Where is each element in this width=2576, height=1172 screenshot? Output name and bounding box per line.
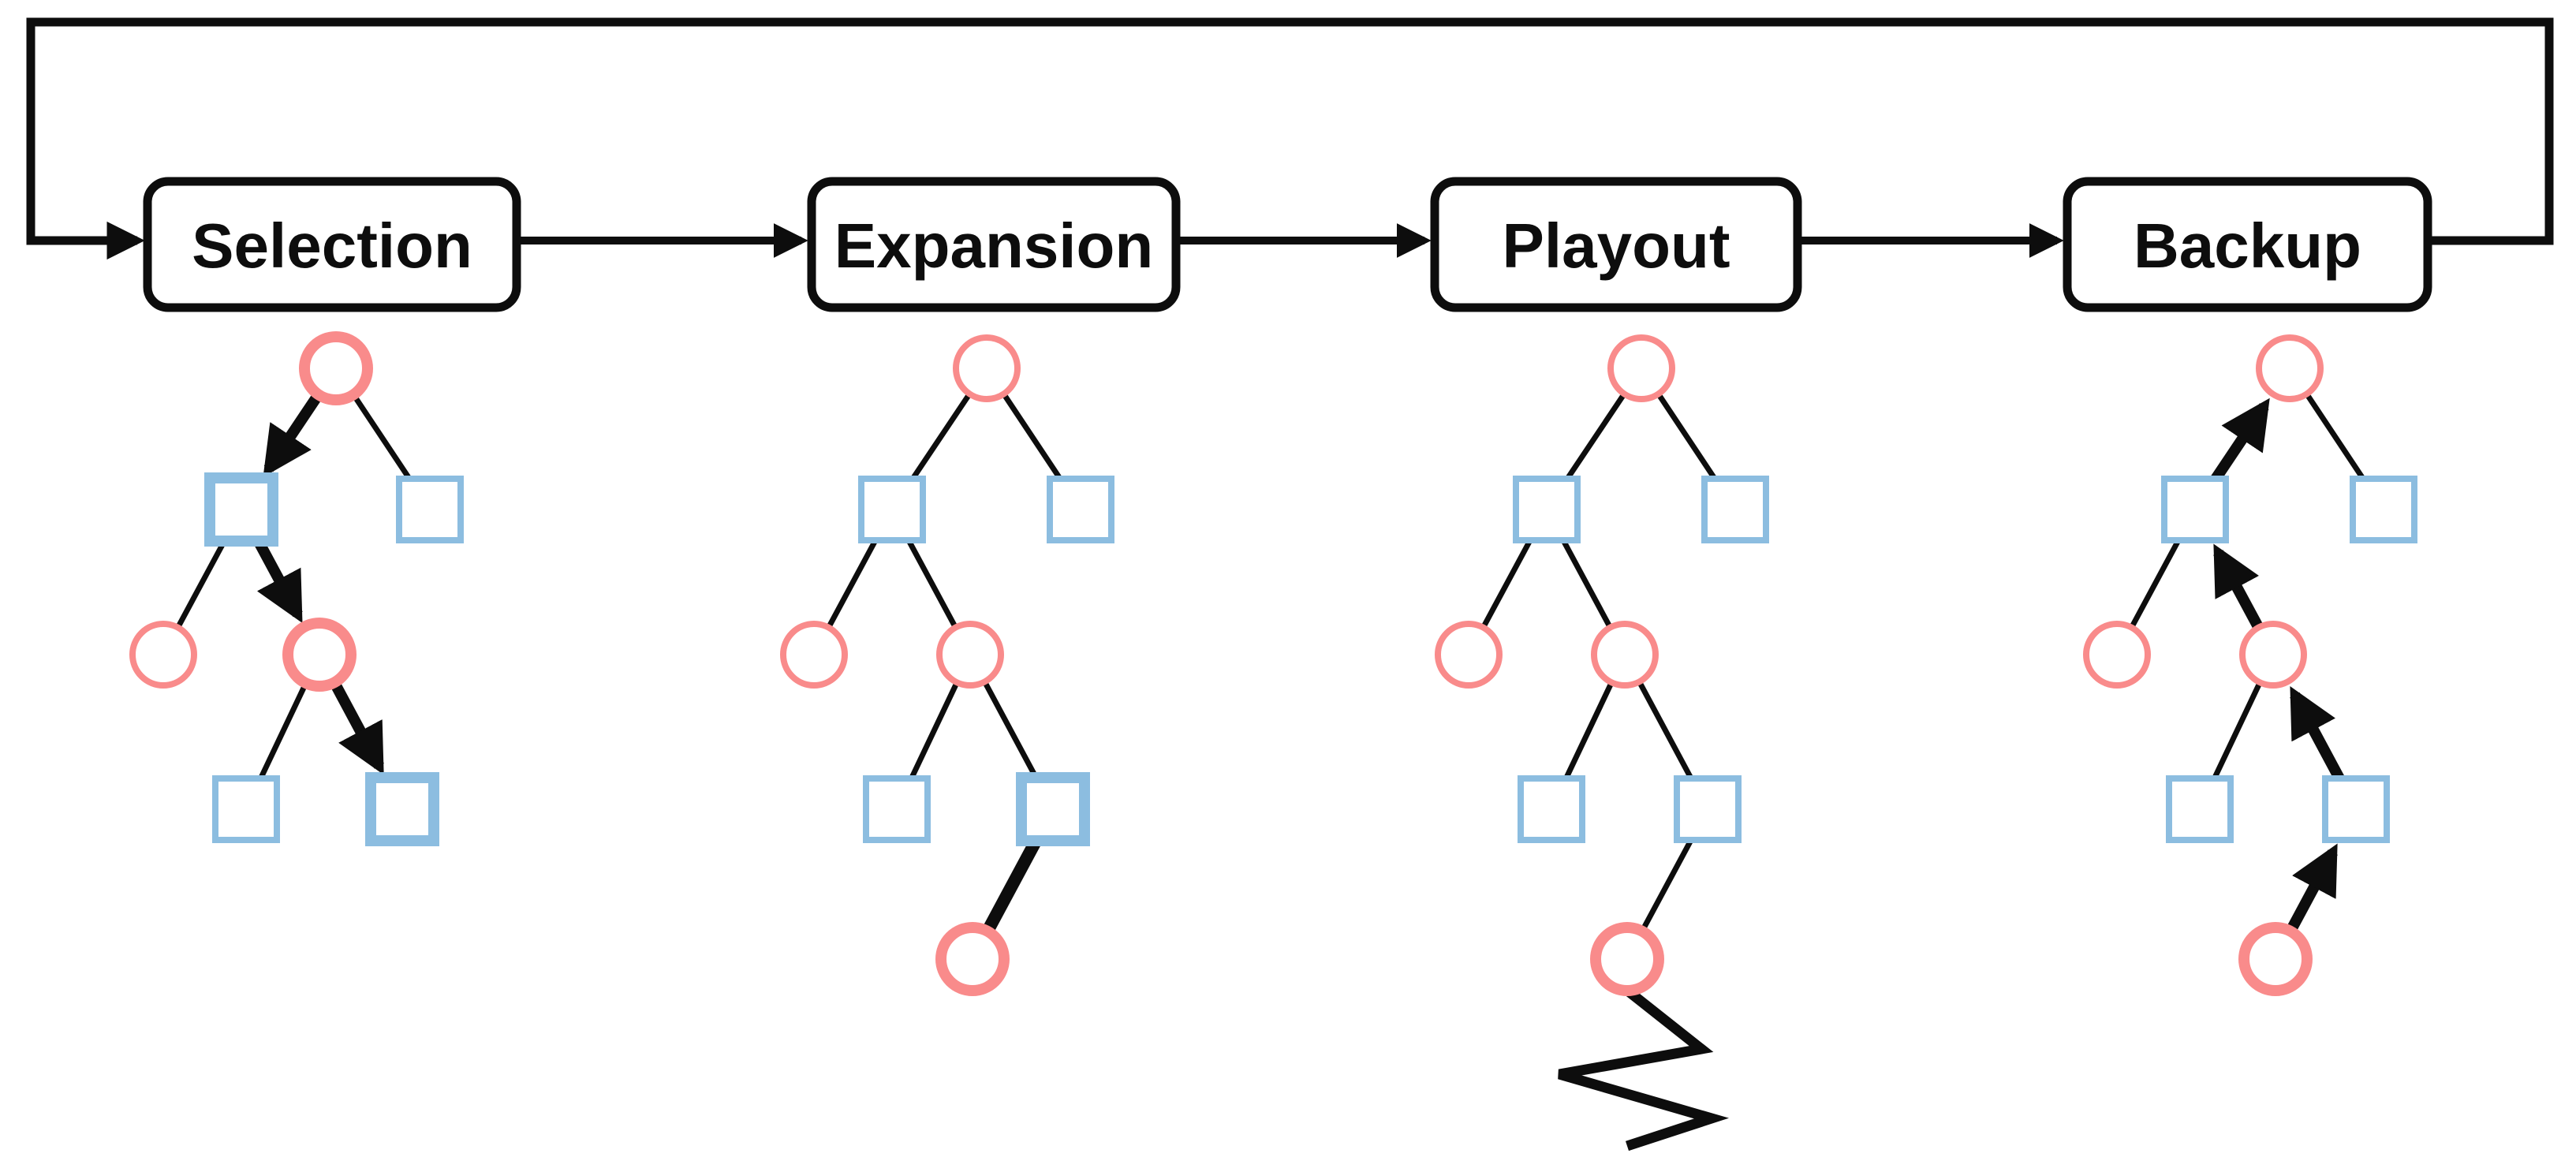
expansion-new-state-node (935, 922, 1010, 996)
playout-lr-state-node (1591, 621, 1659, 689)
expansion-ll-state-node (780, 621, 848, 689)
selection-ll-state-node (129, 621, 197, 689)
phase-box-playout (1430, 177, 1802, 312)
expansion-l-action-node (858, 476, 926, 543)
expansion-tree (780, 334, 1114, 996)
selection-lrl-action-node (212, 775, 280, 843)
expansion-root-state-node (953, 334, 1021, 402)
backup-root-state-node (2256, 334, 2324, 402)
playout-new-state-node (1590, 922, 1664, 996)
playout-squiggle-line (1558, 987, 1730, 1151)
phase-box-layer: Selection Expansion Playout Backup (143, 177, 2432, 312)
selection-lr-state-node (282, 618, 357, 692)
backup-new-state-node (2238, 922, 2313, 996)
selection-lrr-action-node (365, 772, 439, 846)
selection-l-action-node (204, 472, 278, 547)
backup-ll-state-node (2083, 621, 2151, 689)
backup-lr-state-node (2239, 621, 2307, 689)
playout-ll-state-node (1435, 621, 1503, 689)
backup-lrr-action-node (2322, 775, 2390, 843)
expansion-r-action-node (1047, 476, 1114, 543)
playout-root-state-node (1607, 334, 1675, 402)
feedback-loop-layer (26, 17, 2554, 260)
backup-r-action-node (2350, 476, 2417, 543)
phase-box-expansion (807, 177, 1181, 312)
phase-box-selection (143, 177, 521, 312)
playout-lrl-action-node (1518, 775, 1585, 843)
phase-backup: Backup (2063, 177, 2432, 312)
playout-lrr-action-node (1674, 775, 1742, 843)
tree-layer (129, 331, 2417, 1151)
phase-expansion: Expansion (807, 177, 1181, 312)
phase-playout: Playout (1430, 177, 1802, 312)
selection-r-action-node (396, 476, 464, 543)
selection-root-state-node (299, 331, 373, 405)
phase-label-playout: Playout (1503, 211, 1730, 281)
phase-box-backup (2063, 177, 2432, 312)
phase-label-expansion: Expansion (834, 211, 1154, 281)
expansion-lrl-action-node (863, 775, 931, 843)
feedback-loop-line (26, 17, 2554, 260)
playout-tree (1435, 334, 1769, 1151)
expansion-lr-state-node (936, 621, 1004, 689)
backup-lrl-action-node (2166, 775, 2234, 843)
expansion-lrr-action-node (1016, 772, 1090, 846)
phase-selection: Selection (143, 177, 521, 312)
backup-tree (2083, 334, 2417, 996)
phase-label-backup: Backup (2134, 211, 2361, 281)
playout-r-action-node (1701, 476, 1769, 543)
backup-l-action-node (2161, 476, 2229, 543)
playout-l-action-node (1513, 476, 1581, 543)
phase-label-selection: Selection (192, 211, 472, 281)
selection-tree (129, 331, 464, 846)
